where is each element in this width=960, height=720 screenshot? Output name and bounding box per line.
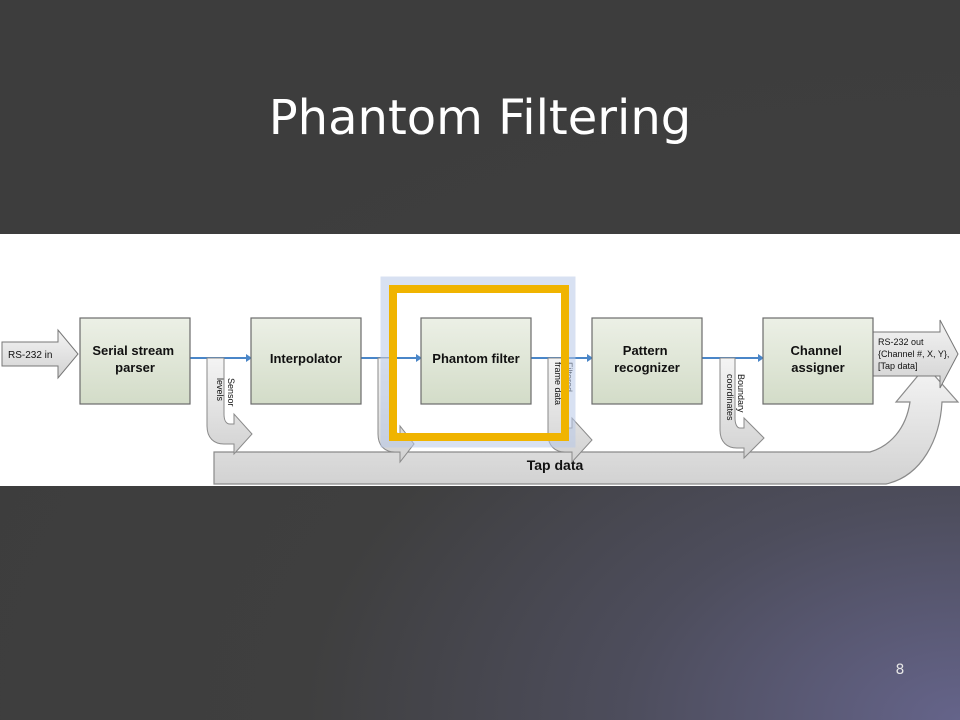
sensor-levels-line-2: levels — [215, 378, 225, 402]
highlight-glow — [380, 276, 576, 448]
flow-arrowhead-3 — [587, 354, 593, 362]
block-channel-assigner-line-2: assigner — [791, 360, 844, 375]
input-arrow — [1, 328, 79, 380]
boundary-coordinates-line-1: Boundary — [736, 374, 746, 413]
output-line-3: [Tap data] — [878, 361, 918, 371]
tap-data-label: Tap data — [527, 457, 584, 473]
sensor-levels-arrow — [206, 357, 253, 456]
output-arrow — [871, 319, 959, 389]
block-serial-stream-parser-box — [79, 317, 191, 405]
block-channel-assigner: Channel assigner — [762, 317, 874, 405]
page-number: 8 — [895, 662, 905, 678]
block-channel-assigner-label: Channel assigner — [791, 343, 846, 375]
slide-title: Phantom Filtering — [268, 90, 692, 146]
block-pattern-recognizer: Pattern recognizer — [591, 317, 703, 405]
diagram-canvas: Tap data RS-232 in RS-232 out {Channel #… — [1, 276, 960, 485]
block-channel-assigner-line-1: Channel — [791, 343, 842, 358]
block-interpolator-box — [250, 317, 362, 405]
input-label: RS-232 in — [8, 350, 52, 361]
block-interpolator: Interpolator — [250, 317, 362, 405]
block-phantom-filter-label: Phantom filter — [432, 351, 519, 366]
sensor-levels-label: Sensor levels — [215, 378, 236, 409]
sensor-levels-line-1: Sensor — [226, 378, 236, 407]
block-serial-stream-parser-line-1: Serial stream — [92, 343, 174, 358]
block-serial-stream-parser-label: Serial stream parser — [92, 343, 177, 375]
flow-arrowhead-2 — [416, 354, 422, 362]
block-pattern-recognizer-line-2: recognizer — [614, 360, 680, 375]
block-phantom-filter-box — [420, 317, 532, 405]
block-serial-stream-parser-line-2: parser — [115, 360, 155, 375]
filtered-frame-line-2: frame data — [553, 362, 563, 405]
phantom-filter-highlight — [389, 285, 569, 441]
block-pattern-recognizer-line-1: Pattern — [623, 343, 668, 358]
block-phantom-filter: Phantom filter — [420, 317, 532, 405]
boundary-coordinates-arrow — [719, 357, 765, 460]
output-line-1: RS-232 out — [878, 337, 924, 347]
output-line-2: {Channel #, X, Y}, — [878, 349, 949, 359]
block-channel-assigner-box — [762, 317, 874, 405]
block-serial-stream-parser: Serial stream parser — [79, 317, 191, 405]
flow-arrowhead-4 — [758, 354, 764, 362]
block-pattern-recognizer-label: Pattern recognizer — [614, 343, 680, 375]
boundary-coordinates-label: Boundary coordinates — [725, 374, 746, 421]
output-label: RS-232 out {Channel #, X, Y}, [Tap data] — [878, 337, 952, 371]
block-interpolator-label: Interpolator — [270, 351, 342, 366]
boundary-coordinates-line-2: coordinates — [725, 374, 735, 421]
flow-arrowhead-1 — [246, 354, 252, 362]
block-diagram: Tap data RS-232 in RS-232 out {Channel #… — [0, 234, 960, 486]
block-pattern-recognizer-box — [591, 317, 703, 405]
